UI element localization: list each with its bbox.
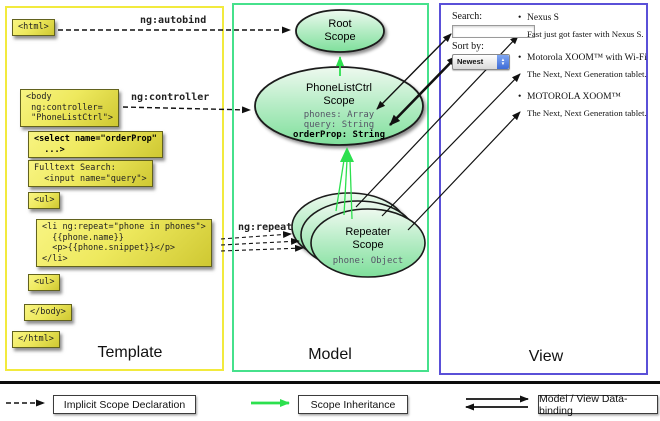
repeater-scope-ellipses [291, 192, 426, 278]
ng-autobind-label: ng:autobind [140, 15, 207, 26]
search-label: Search: [452, 11, 482, 22]
code-body-open: <body ng:controller= "PhoneListCtrl"> [20, 89, 119, 127]
legend-scope-inheritance-label: Scope Inheritance [310, 398, 396, 411]
ng-repeat-label: ng:repeat [238, 222, 293, 233]
code-html-close: </html> [12, 331, 60, 348]
phone-list-item: • MOTOROLA XOOM™ The Next, Next Generatio… [518, 92, 650, 118]
implicit-scope-arrows [58, 26, 304, 252]
phone-name: Motorola XOOM™ with Wi-Fi [527, 53, 647, 63]
phone-snippet: Fast just got faster with Nexus S. [527, 29, 644, 39]
repeater-scope-prop: phone: Object [332, 256, 404, 266]
root-scope-label: Root Scope [296, 18, 384, 44]
phonelistctrl-scope-orderprop: orderProp: String [292, 130, 386, 140]
code-body-close: </body> [24, 304, 72, 321]
legend-implicit-scope-label: Implicit Scope Declaration [63, 398, 186, 411]
phone-list-item: • Motorola XOOM™ with Wi-Fi The Next, Nex… [518, 53, 650, 79]
legend-arrows [6, 395, 529, 411]
phonelistctrl-scope-title: PhoneListCtrl Scope [305, 82, 373, 107]
bullet-icon: • [518, 92, 522, 102]
scope-inheritance-arrows [335, 56, 354, 220]
phonelistctrl-scope-label: PhoneListCtrl Scope phones: Array query:… [255, 82, 423, 141]
legend-divider [0, 381, 660, 384]
legend-data-binding-label: Model / View Data-binding [539, 392, 628, 417]
template-panel-label: Template [97, 344, 163, 361]
code-ul-open: <ul> [28, 192, 61, 209]
view-panel-label: View [528, 348, 564, 365]
code-select: <select name="orderProp" ...> [28, 131, 163, 158]
root-scope-title: Root Scope [324, 18, 356, 43]
phone-snippet: The Next, Next Generation tablet. [527, 69, 647, 79]
sort-select[interactable]: Newest ▲▼ [452, 54, 510, 70]
code-fulltext-search: Fulltext Search: <input name="query"> [28, 160, 153, 187]
legend-data-binding-box: Model / View Data-binding [538, 392, 658, 417]
legend-implicit-scope-box: Implicit Scope Declaration [53, 395, 196, 414]
phonelistctrl-scope-props: phones: Array query: String [303, 110, 375, 130]
phone-list-item: • Nexus S Fast just got faster with Nexus… [518, 13, 650, 39]
model-panel-label: Model [308, 346, 352, 363]
sort-by-label: Sort by: [452, 41, 484, 52]
repeater-scope-title: Repeater Scope [345, 226, 391, 251]
repeater-scope-label: Repeater Scope phone: Object [311, 226, 425, 266]
root-scope-ellipse [295, 9, 385, 53]
phone-snippet: The Next, Next Generation tablet. [527, 108, 647, 118]
code-li-repeat: <li ng:repeat="phone in phones"> {{phone… [36, 219, 212, 267]
phone-name: Nexus S [527, 13, 559, 23]
phone-name: MOTOROLA XOOM™ [527, 92, 621, 102]
bullet-icon: • [518, 53, 522, 63]
code-html-open: <html> [12, 19, 55, 36]
code-ul-close: <ul> [28, 274, 61, 291]
legend-scope-inheritance-box: Scope Inheritance [298, 395, 408, 414]
select-stepper-icon: ▲▼ [497, 55, 509, 69]
bullet-icon: • [518, 13, 522, 23]
sort-select-value: Newest [457, 57, 484, 66]
search-input[interactable] [452, 25, 535, 38]
ng-controller-label: ng:controller [131, 92, 210, 103]
